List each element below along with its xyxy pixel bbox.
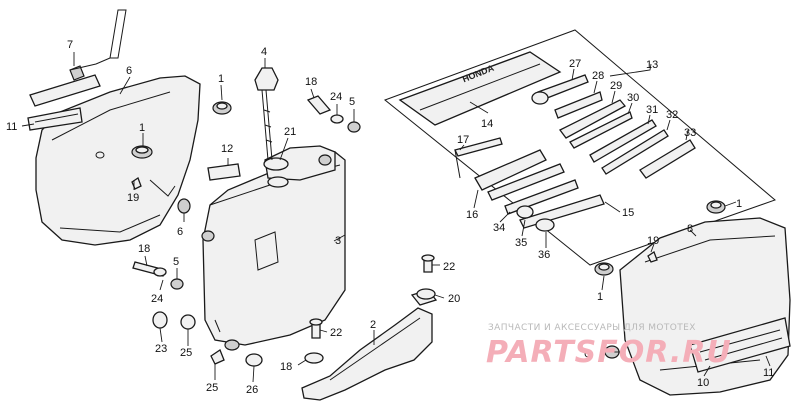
left-grommets [131, 101, 232, 197]
callout-14: 14 [481, 118, 493, 130]
left-cover-emblem-strip [29, 9, 127, 107]
callout-3: 3 [335, 235, 341, 247]
watermark-text: ЗАПЧАСТИ И АКСЕССУАРЫ ДЛЯ МОТОТЕХ [488, 323, 696, 333]
callout-21: 21 [284, 126, 296, 138]
tool-bag: HONDA [398, 51, 562, 126]
callout-22-lower: 22 [330, 327, 342, 339]
callout-18-bottom: 18 [280, 361, 292, 373]
oil-tank-cap-dipstick [254, 67, 279, 161]
callout-10: 10 [697, 377, 709, 389]
callout-35: 35 [515, 237, 527, 249]
callout-36: 36 [538, 249, 550, 261]
callout-25-left: 25 [180, 347, 192, 359]
callout-25-bottom: 25 [206, 382, 218, 394]
watermark-logo: PARTSFOR.RU [486, 335, 732, 370]
callout-23: 23 [155, 343, 167, 355]
callout-6-right: 6 [584, 348, 590, 360]
callout-22-upper: 22 [443, 261, 455, 273]
callout-1-tank: 1 [218, 73, 224, 85]
callout-11-left: 11 [6, 121, 17, 133]
watermark: ЗАПЧАСТИ И АКСЕССУАРЫ ДЛЯ МОТОТЕХ PARTSF… [486, 323, 732, 370]
callout-34: 34 [493, 222, 505, 234]
callout-15: 15 [622, 207, 634, 219]
callout-9: 8 [687, 223, 693, 235]
callout-7: 6 [126, 65, 132, 77]
callout-8: 7 [67, 39, 73, 51]
right-cover-emblem [689, 317, 791, 373]
leader-lines [21, 52, 771, 383]
callout-19-right: 19 [647, 235, 659, 247]
callout-1-right-top: 1 [736, 198, 742, 210]
left-cover-bracket [27, 107, 83, 131]
callout-1-left-cover: 1 [139, 122, 145, 134]
callout-30: 30 [627, 92, 639, 104]
callout-24-left: 24 [151, 293, 163, 305]
callout-33: 33 [684, 127, 696, 139]
callout-1-right-lower: 1 [597, 291, 603, 303]
center-bolts [309, 254, 436, 339]
callout-18-top: 18 [305, 76, 317, 88]
callout-17: 17 [457, 134, 469, 146]
callout-26: 26 [246, 384, 258, 396]
callout-19-left: 19 [127, 192, 139, 204]
callout-32: 32 [666, 109, 678, 121]
callout-18-left: 18 [138, 243, 150, 255]
callout-13: 13 [646, 59, 658, 71]
oil-tank [201, 145, 346, 351]
callout-5-top: 5 [349, 96, 355, 108]
callout-20: 20 [448, 293, 460, 305]
callout-11-right: 11 [763, 367, 774, 379]
tools [454, 74, 696, 232]
callout-16: 16 [466, 209, 478, 221]
callout-6-left: 6 [177, 226, 183, 238]
callout-24-top: 24 [330, 91, 342, 103]
callout-31: 31 [646, 104, 658, 116]
callout-28: 28 [592, 70, 604, 82]
callout-29: 29 [610, 80, 622, 92]
callout-2: 2 [370, 319, 376, 331]
right-grommets [594, 200, 726, 359]
callout-5-left: 5 [173, 256, 179, 268]
left-side-cover [35, 75, 201, 246]
callout-12: 12 [221, 143, 233, 155]
callout-27: 27 [569, 58, 581, 70]
callout-numbers: 7 6 11 1 19 1 4 12 21 18 24 5 6 3 18 5 2… [6, 39, 774, 396]
callout-4: 4 [261, 46, 267, 58]
